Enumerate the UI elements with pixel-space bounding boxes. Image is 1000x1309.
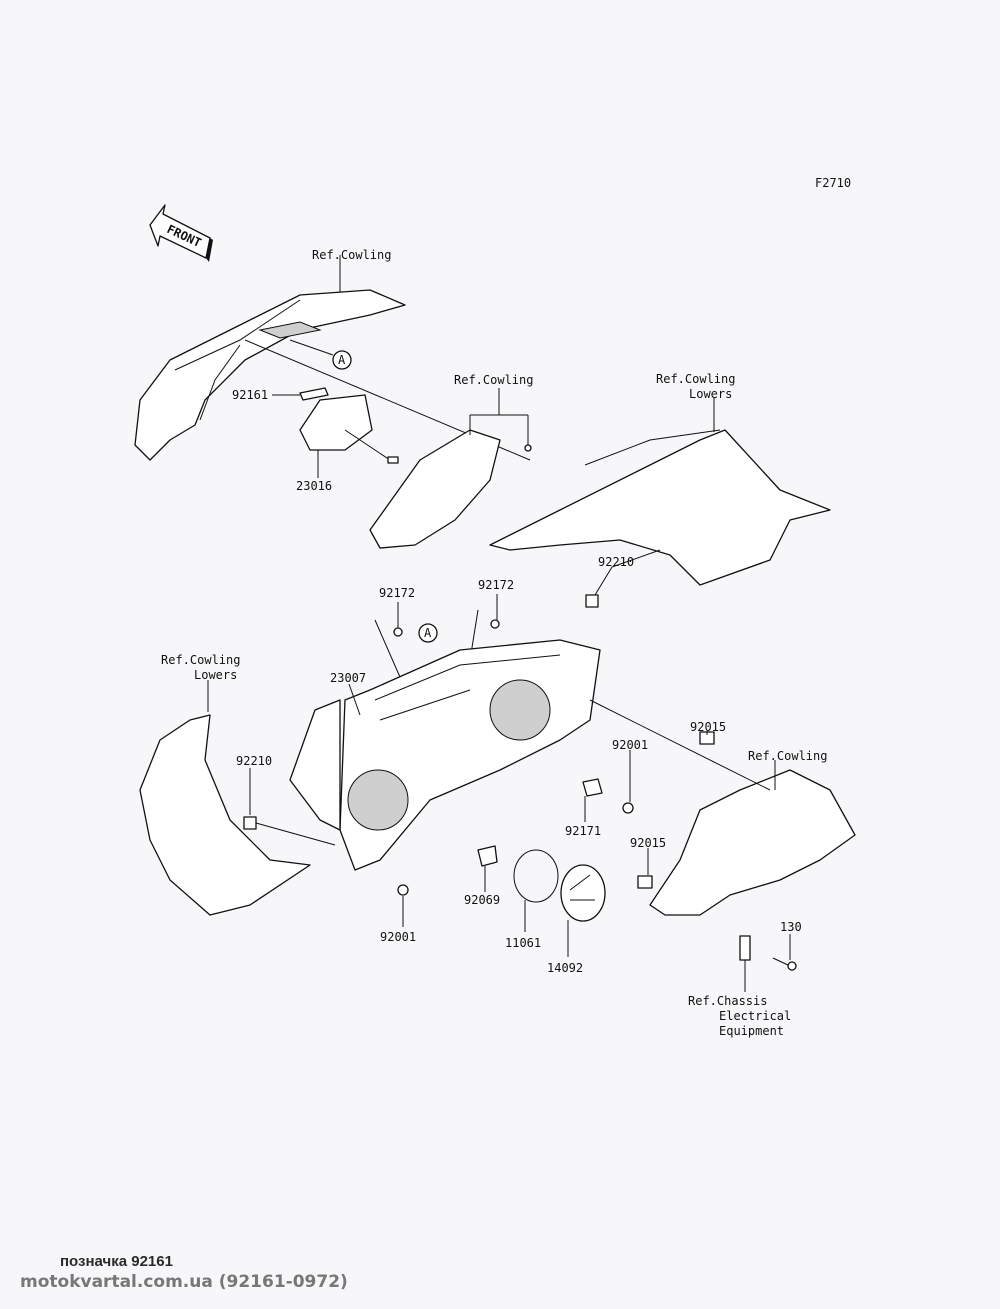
clamp-92171 [582,778,603,797]
svg-text:Lowers: Lowers [689,387,732,401]
position-lamp-23016 [299,394,399,464]
label-23016: 23016 [296,479,332,493]
svg-text:A: A [338,353,346,367]
diagram-id: F2710 [815,176,851,190]
headlight-assembly-23007 [289,639,601,871]
label-92015: 92015 [690,720,726,734]
leader-line [289,339,334,356]
inner-cowling-part [369,429,501,549]
bolt-92001 [622,802,634,814]
caption: позначка 92161 [60,1253,173,1270]
label-92001: 92001 [612,738,648,752]
reference-marker-a [332,350,352,370]
nut-92210 [243,816,257,830]
label-92172: 92172 [379,586,415,600]
reference-marker-a [418,623,438,643]
label-92210: 92210 [236,754,272,768]
label-92161: 92161 [232,388,268,402]
label-ref-cowling: Ref.Cowling [312,248,391,262]
label-92210: 92210 [598,555,634,569]
label-ref-cowling-lowers: Ref.Cowling [161,653,240,667]
label-ref-cowling: Ref.Cowling [748,749,827,763]
label-130: 130 [780,920,802,934]
bulb-92069 [477,845,498,867]
front-arrow-icon: FRONT [149,204,213,262]
right-lower-cowling-part [489,429,831,586]
svg-text:Lowers: Lowers [194,668,237,682]
nut-92210 [585,594,599,608]
bolt-92001 [397,884,409,896]
upper-cowling-part [134,289,406,461]
source-watermark: motokvartal.com.ua (92161-0972) [20,1272,348,1292]
label-92015: 92015 [630,836,666,850]
cap-14092 [560,864,606,922]
label-92172: 92172 [478,578,514,592]
label-92001: 92001 [380,930,416,944]
svg-text:Equipment: Equipment [719,1024,784,1038]
label-ref-cowling-lowers: Ref.Cowling [656,372,735,386]
pad-92161 [299,387,329,401]
label-ref-cowling: Ref.Cowling [454,373,533,387]
collar-92015 [637,875,653,889]
bolt-130 [787,961,797,971]
o-ring-11061 [513,849,559,903]
right-cowling-part [649,769,856,916]
svg-text:A: A [424,626,432,640]
bracket-part [739,935,751,961]
left-lower-cowling-part [139,714,311,916]
svg-text:Electrical: Electrical [719,1009,791,1023]
label-11061: 11061 [505,936,541,950]
label-92171: 92171 [565,824,601,838]
label-ref-chassis: Ref.Chassis [688,994,767,1008]
label-23007: 23007 [330,671,366,685]
label-14092: 14092 [547,961,583,975]
label-92069: 92069 [464,893,500,907]
